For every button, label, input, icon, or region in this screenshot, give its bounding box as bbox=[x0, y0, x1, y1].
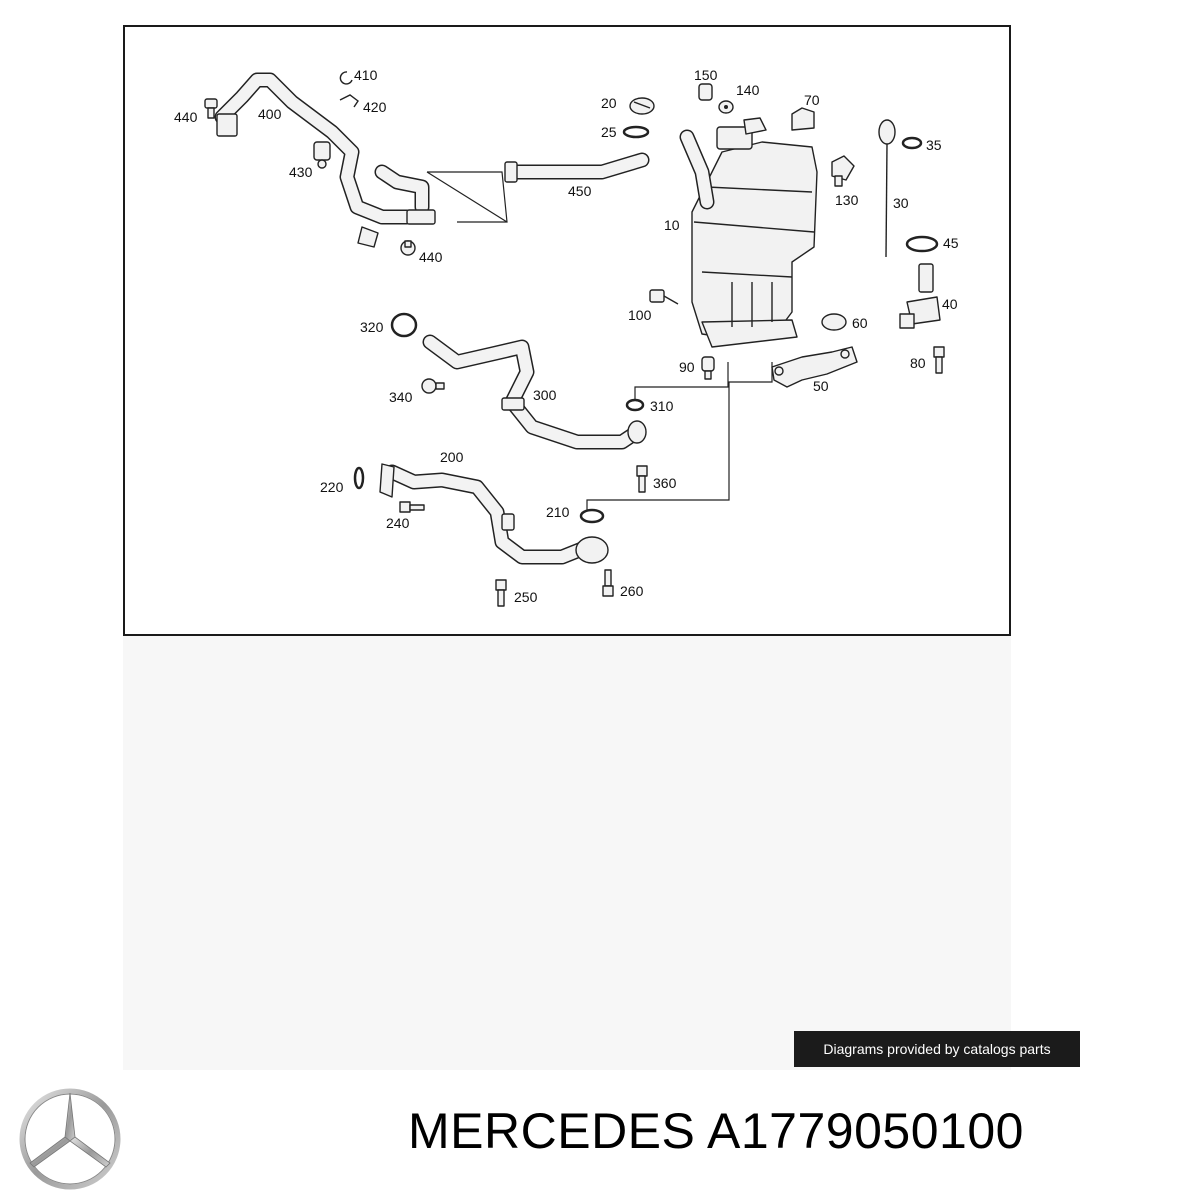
callout-150: 150 bbox=[694, 67, 718, 83]
clip-420 bbox=[339, 94, 359, 108]
bolt-250 bbox=[495, 579, 507, 607]
bolt-440-bottom bbox=[400, 240, 416, 256]
callout-440-bottom: 440 bbox=[419, 249, 443, 265]
seal-310 bbox=[625, 398, 645, 412]
callout-420: 420 bbox=[363, 99, 387, 115]
mercedes-star-icon bbox=[19, 1088, 121, 1190]
bracket-50 bbox=[771, 346, 858, 388]
dipstick-30 bbox=[878, 119, 896, 258]
callout-360: 360 bbox=[653, 475, 677, 491]
callout-240: 240 bbox=[386, 515, 410, 531]
seal-220 bbox=[353, 466, 365, 490]
callout-90: 90 bbox=[679, 359, 695, 375]
callout-400: 400 bbox=[258, 106, 282, 122]
callout-430: 430 bbox=[289, 164, 313, 180]
part-title: MERCEDES A1779050100 bbox=[408, 1106, 1024, 1156]
seal-45 bbox=[905, 235, 939, 253]
hose-200 bbox=[379, 463, 609, 565]
callout-20: 20 bbox=[601, 95, 617, 111]
callout-50: 50 bbox=[813, 378, 829, 394]
sensor-130 bbox=[831, 155, 855, 187]
callout-60: 60 bbox=[852, 315, 868, 331]
bolt-80 bbox=[933, 346, 945, 374]
seal-25 bbox=[622, 125, 650, 139]
bolt-100 bbox=[649, 289, 679, 305]
callout-340: 340 bbox=[389, 389, 413, 405]
seal-35 bbox=[901, 136, 923, 150]
callout-40: 40 bbox=[942, 296, 958, 312]
clip-70 bbox=[791, 107, 815, 131]
blank-area bbox=[123, 636, 1011, 1070]
callout-220: 220 bbox=[320, 479, 344, 495]
callout-35: 35 bbox=[926, 137, 942, 153]
callout-440-top: 440 bbox=[174, 109, 198, 125]
washer-140 bbox=[718, 100, 734, 114]
bolt-360 bbox=[636, 465, 648, 493]
callout-310: 310 bbox=[650, 398, 674, 414]
hose-450 bbox=[504, 152, 650, 183]
callout-70: 70 bbox=[804, 92, 820, 108]
level-sensor-40 bbox=[899, 263, 941, 329]
callout-210: 210 bbox=[546, 504, 570, 520]
callout-200: 200 bbox=[440, 449, 464, 465]
clip-410 bbox=[339, 71, 353, 85]
credit-banner: Diagrams provided by catalogs parts bbox=[794, 1031, 1080, 1067]
parts-diagram: 410 420 440 400 430 440 450 150 140 20 2… bbox=[123, 25, 1011, 636]
callout-300: 300 bbox=[533, 387, 557, 403]
callout-250: 250 bbox=[514, 589, 538, 605]
callout-30: 30 bbox=[893, 195, 909, 211]
callout-410: 410 bbox=[354, 67, 378, 83]
callout-320: 320 bbox=[360, 319, 384, 335]
hose-300 bbox=[422, 334, 647, 450]
seal-320 bbox=[390, 312, 418, 338]
callout-450: 450 bbox=[568, 183, 592, 199]
callout-80: 80 bbox=[910, 355, 926, 371]
bolt-240 bbox=[399, 501, 425, 513]
tank-10 bbox=[691, 117, 818, 348]
callout-140: 140 bbox=[736, 82, 760, 98]
brand-name: MERCEDES bbox=[408, 1103, 696, 1159]
bolt-440-top bbox=[204, 98, 218, 119]
clamp-430 bbox=[313, 141, 331, 169]
bolt-340 bbox=[421, 378, 445, 394]
drain-plug-90 bbox=[701, 356, 715, 380]
callout-260: 260 bbox=[620, 583, 644, 599]
callout-100: 100 bbox=[628, 307, 652, 323]
breather-tube-400 bbox=[214, 72, 436, 248]
valve-150 bbox=[698, 83, 713, 101]
callout-45: 45 bbox=[943, 235, 959, 251]
credit-text: Diagrams provided by catalogs parts bbox=[823, 1041, 1051, 1057]
seal-210 bbox=[579, 508, 605, 524]
callout-25: 25 bbox=[601, 124, 617, 140]
cap-60 bbox=[821, 313, 847, 331]
callout-10: 10 bbox=[664, 217, 680, 233]
hose-connector-180 bbox=[679, 129, 715, 210]
part-number: A1779050100 bbox=[707, 1103, 1024, 1159]
bolt-260 bbox=[602, 569, 614, 597]
cap-20 bbox=[629, 97, 655, 115]
callout-130: 130 bbox=[835, 192, 859, 208]
